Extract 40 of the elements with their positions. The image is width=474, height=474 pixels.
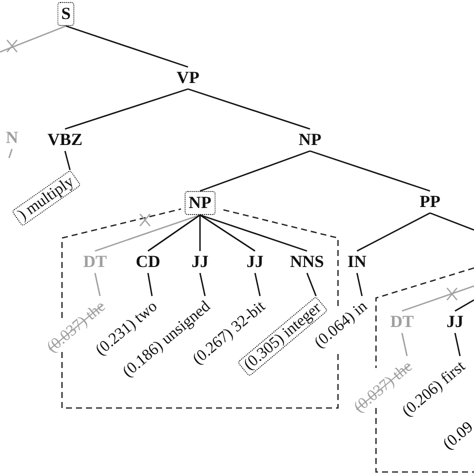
tree-branch xyxy=(401,332,408,356)
tree-branch xyxy=(94,272,101,296)
tree-branch xyxy=(200,214,256,252)
tree-branch xyxy=(199,215,201,251)
tree-branch xyxy=(94,214,200,252)
tree-branch xyxy=(454,299,474,312)
tree-branch xyxy=(356,272,363,296)
tree-branch xyxy=(64,150,71,170)
category-label: JJ xyxy=(444,311,466,333)
tree-branch xyxy=(64,88,188,130)
tree-branch xyxy=(8,148,13,158)
tree-branch xyxy=(66,25,188,68)
category-label: CD xyxy=(132,251,164,273)
tree-branch xyxy=(200,150,310,192)
tree-branch xyxy=(356,212,430,252)
tree-branch xyxy=(199,272,206,296)
category-label: JJ xyxy=(188,251,212,273)
category-label: DT xyxy=(80,251,110,273)
category-label: PP xyxy=(416,191,444,213)
boxed-category-label: S xyxy=(57,2,75,26)
tree-branch xyxy=(430,212,474,231)
boxed-category-label: NP xyxy=(184,191,216,215)
tree-branch xyxy=(254,272,261,296)
category-label: VP xyxy=(174,67,202,89)
tree-branch xyxy=(200,214,308,252)
tree-branch xyxy=(306,272,317,296)
tree-branch xyxy=(188,88,310,130)
category-label: NNS xyxy=(287,251,327,273)
category-label: JJ xyxy=(244,251,266,273)
tree-branch xyxy=(147,272,153,296)
tree-branch xyxy=(310,150,430,192)
category-label: DT xyxy=(387,311,417,333)
tree-branch xyxy=(454,332,461,356)
category-label: N xyxy=(2,127,22,149)
tree-branch xyxy=(402,285,474,312)
tree-branch xyxy=(0,25,66,53)
category-label: NP xyxy=(296,129,324,151)
tree-branch xyxy=(148,214,200,252)
category-label: VBZ xyxy=(44,129,86,151)
category-label: IN xyxy=(344,251,370,273)
